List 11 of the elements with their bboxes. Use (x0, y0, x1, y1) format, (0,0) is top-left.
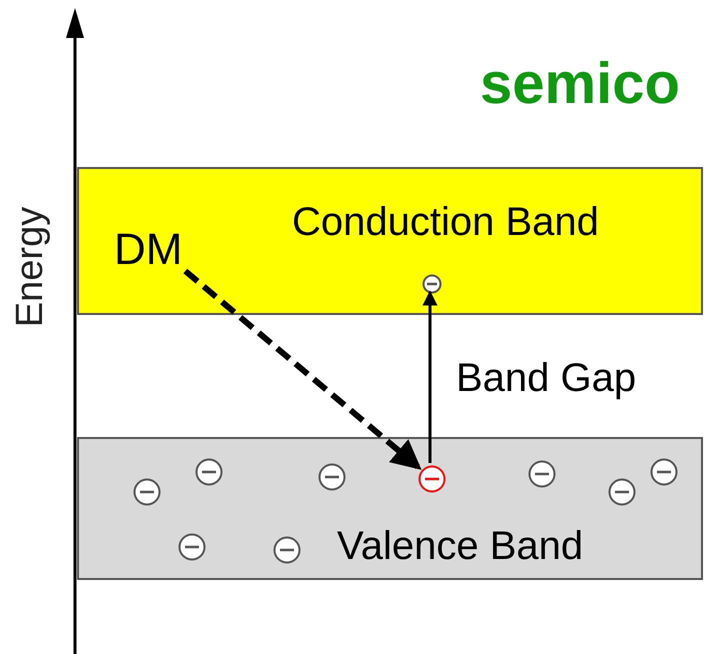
band-label: Valence Band (337, 526, 584, 566)
conduction-band-box (77, 167, 703, 315)
valence-band-box (77, 437, 703, 580)
dashed-arrow (183, 268, 422, 470)
dm-label: DM (114, 227, 206, 273)
arrow (422, 290, 438, 463)
title: semico (480, 55, 680, 113)
band-label: Conduction Band (292, 202, 599, 242)
electron-icon (422, 274, 442, 294)
electron-icon (418, 465, 446, 493)
axis-label: Energy (11, 206, 49, 330)
